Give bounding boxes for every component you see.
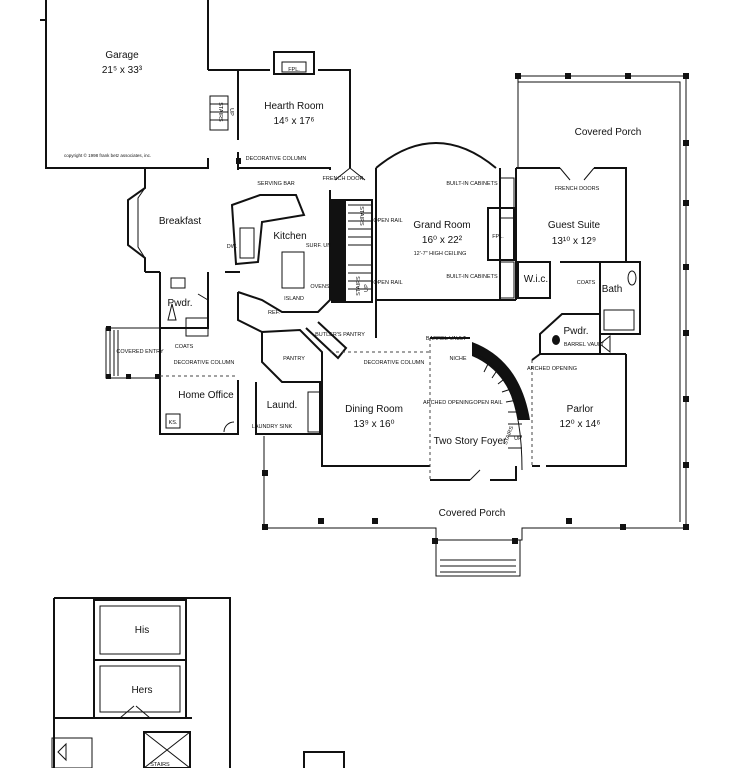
garage-area: Garage 21⁵ x 33³ copyright © 1998 frank … <box>40 0 239 170</box>
guest-suite-area: FRENCH DOORS Guest Suite 13¹⁰ x 12⁹ W.i.… <box>515 167 641 335</box>
pwdr-left-name: Pwdr. <box>167 298 192 309</box>
pwdr-right-name: Pwdr. <box>563 326 588 337</box>
coats-right-label: COATS <box>577 280 596 286</box>
grand-ceiling-note: 12'-7" HIGH CEILING <box>414 251 467 257</box>
porch-front-name: Covered Porch <box>439 508 506 519</box>
butlers-pantry-label: BUTLER'S PANTRY <box>315 332 365 338</box>
hers-name: Hers <box>131 685 152 696</box>
wic-name: W.i.c. <box>524 274 548 285</box>
island-label: ISLAND <box>284 296 304 302</box>
stairs-mid-top-label: STAIRS <box>358 206 364 226</box>
breakfast-name: Breakfast <box>159 216 201 227</box>
central-stairs: STAIRS OPEN RAIL OPEN RAIL STAIRS UP <box>331 199 403 303</box>
stairs-hearth-label: STAIRS <box>217 102 223 122</box>
hearth-name: Hearth Room <box>264 101 323 112</box>
open-rail-top-label: OPEN RAIL <box>373 218 402 224</box>
left-service-area: Pwdr. COATS COVERED ENTRY DECORATIVE COL… <box>105 272 239 435</box>
niche-label: NICHE <box>449 356 466 362</box>
covered-porch: Covered Porch Covered Porch <box>262 73 689 577</box>
builtin-cabinets-top-label: BUILT-IN CABINETS <box>446 181 498 187</box>
hearth-stairs <box>209 95 229 131</box>
decorative-column-office-label: DECORATIVE COLUMN <box>174 360 235 366</box>
copyright-text: copyright © 1998 frank betz associates, … <box>64 152 151 158</box>
open-rail-foyer-label: OPEN RAIL <box>473 400 502 406</box>
right-pwdr-area: Pwdr. BARREL VAULT <box>539 313 611 355</box>
foyer-name-line1: Two Story Foyer <box>434 436 507 447</box>
stairs-lower-label: STAIRS <box>150 762 170 768</box>
grand-dims: 16⁰ x 22² <box>422 235 463 246</box>
pantry-label: PANTRY <box>283 356 305 362</box>
up-mid-label: UP <box>364 284 370 292</box>
laundry-pantry-area: Laund. LAUNDRY SINK PANTRY BUTLER'S PANT… <box>252 321 365 435</box>
parlor-dims: 12⁰ x 14⁶ <box>560 419 601 430</box>
hearth-fireplace <box>273 51 315 75</box>
stairs-mid-bottom-label: STAIRS <box>356 276 362 296</box>
covered-entry-label: COVERED ENTRY <box>116 349 164 355</box>
parlor-area: ARCHED OPENING Parlor 12⁰ x 14⁶ <box>527 354 627 467</box>
bath-name: Bath <box>602 284 623 295</box>
bath-room <box>599 261 641 335</box>
dining-name: Dining Room <box>345 404 403 415</box>
parlor-name: Parlor <box>567 404 594 415</box>
laundry-sink-label: LAUNDRY SINK <box>252 424 293 430</box>
fpl-grand-label: FPL. <box>492 234 504 240</box>
up-hearth-label: UP <box>228 108 234 116</box>
barrel-vault-right-label: BARREL VAULT <box>564 342 605 348</box>
hearth-room-area: FPL. STAIRS UP DECORATIVE COLUMN Hearth … <box>208 51 366 182</box>
kitchen-name: Kitchen <box>273 231 306 242</box>
wic-room <box>517 261 551 299</box>
ovens-label: OVENS <box>310 284 330 290</box>
guest-name: Guest Suite <box>548 220 601 231</box>
dining-room-area: DECORATIVE COLUMN Dining Room 13⁹ x 16⁰ <box>321 351 430 467</box>
garage-name: Garage <box>105 50 139 61</box>
ks-label: KS. <box>169 420 178 426</box>
decorative-column-hearth-label: DECORATIVE COLUMN <box>246 156 307 162</box>
coats-left-label: COATS <box>175 344 194 350</box>
laund-name: Laund. <box>267 400 298 411</box>
ref-label: REF. <box>268 310 280 316</box>
fpl-top-label: FPL. <box>288 67 300 73</box>
hearth-column <box>236 158 241 164</box>
hearth-dims: 14⁵ x 17⁶ <box>273 116 314 127</box>
garage-dims: 21⁵ x 33³ <box>102 65 143 76</box>
grand-room-area: BUILT-IN CABINETS FPL. BUILT-IN CABINETS… <box>375 142 515 301</box>
arched-opening-foyer-label: ARCHED OPENING <box>423 400 473 406</box>
porch-right-name: Covered Porch <box>575 127 642 138</box>
kitchen-island <box>281 251 305 289</box>
up-foyer-label: UP <box>514 436 522 442</box>
his-name: His <box>135 625 149 636</box>
decorative-column-dining-label: DECORATIVE COLUMN <box>364 360 425 366</box>
builtin-cabinets-bottom-label: BUILT-IN CABINETS <box>446 274 498 280</box>
surf-unit-label: SURF. UNIT <box>306 243 337 249</box>
upper-floor-partial: His Hers STAIRS <box>51 597 345 768</box>
arched-opening-right-label: ARCHED OPENING <box>527 366 577 372</box>
foyer-area: BARREL VAULT NICHE ARCHED OPENING OPEN R… <box>423 336 530 481</box>
grand-name: Grand Room <box>413 220 470 231</box>
open-rail-bottom-label: OPEN RAIL <box>373 280 402 286</box>
kitchen-counter <box>230 194 306 266</box>
grand-fireplace <box>487 207 515 261</box>
kitchen-sink <box>239 227 255 259</box>
serving-bar-label: SERVING BAR <box>257 181 295 187</box>
hers-closet <box>93 659 187 719</box>
french-doors-label: FRENCH DOORS <box>555 186 600 192</box>
french-door-label: FRENCH DOOR <box>323 176 364 182</box>
guest-dims: 13¹⁰ x 12⁹ <box>552 236 596 247</box>
breakfast-kitchen-area: Breakfast SERVING BAR DW. Kitchen ISLAND… <box>127 168 337 333</box>
dining-dims: 13⁹ x 16⁰ <box>353 419 394 430</box>
dw-label: DW. <box>227 244 238 250</box>
interior-walls <box>321 299 626 382</box>
home-office-name: Home Office <box>178 390 234 401</box>
